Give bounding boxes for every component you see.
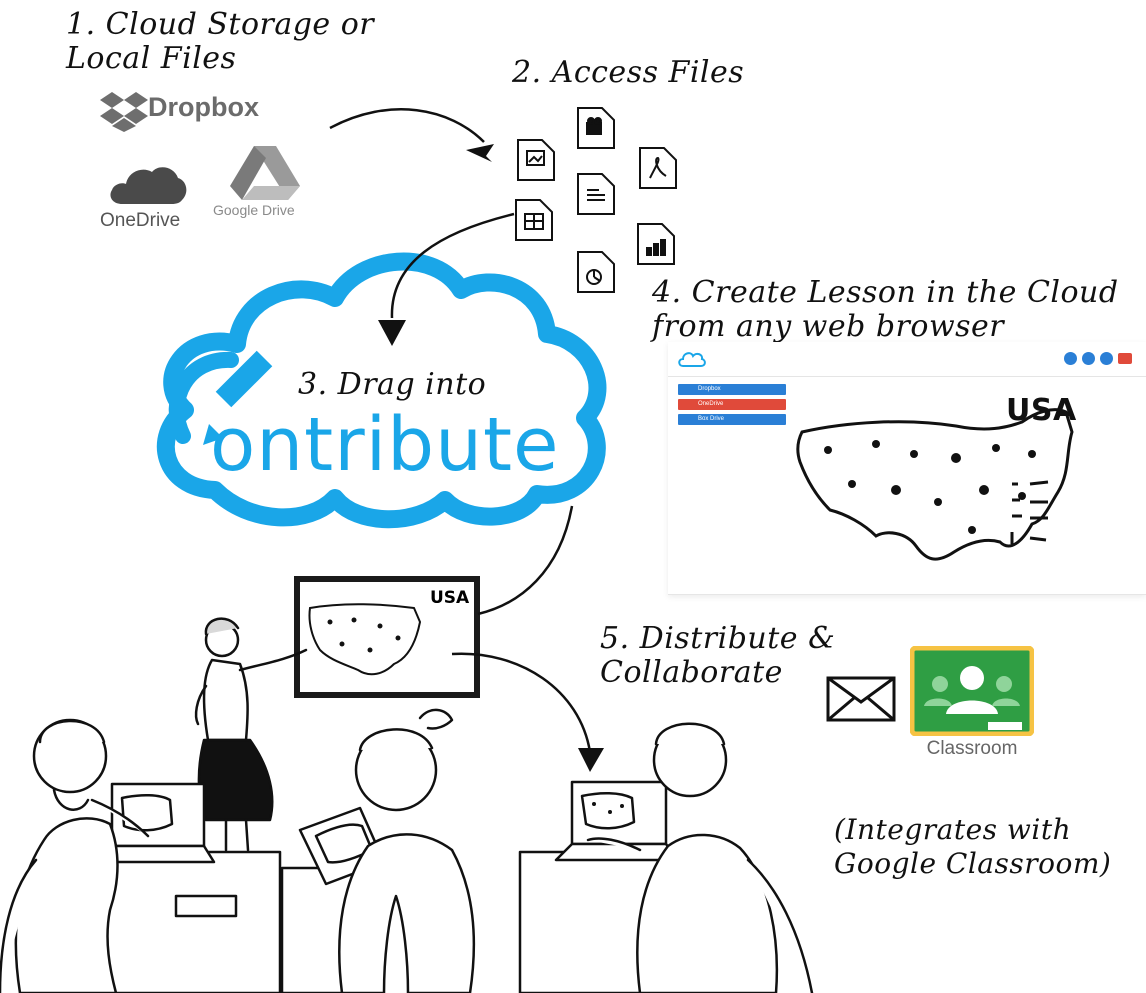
- student-right-figure: [586, 722, 814, 993]
- desks: [94, 850, 692, 993]
- toolbar-exit-icon[interactable]: [1118, 353, 1132, 364]
- browser-mockup: Dropbox OneDrive Box Drive USA: [668, 342, 1146, 595]
- text-file-icon: [577, 173, 615, 215]
- google-drive-icon: [230, 146, 300, 200]
- google-classroom-logo: Classroom: [910, 646, 1034, 759]
- teacher-figure: [194, 617, 308, 852]
- video-file-icon: [577, 107, 615, 149]
- spreadsheet-file-icon: [515, 199, 553, 241]
- contribute-wordmark: ontribute: [210, 402, 560, 488]
- toolbar-circle-icon[interactable]: [1100, 352, 1113, 365]
- step5-label-line2: Collaborate: [600, 655, 783, 690]
- classroom-label: Classroom: [926, 738, 1018, 759]
- browser-toolbar: [668, 342, 1146, 377]
- google-drive-label: Google Drive: [213, 202, 295, 218]
- student-laptop-right: [554, 780, 680, 862]
- whiteboard-title: USA: [430, 588, 470, 608]
- email-envelope-icon: [826, 676, 896, 722]
- dropbox-logo: Dropbox: [100, 88, 259, 132]
- whiteboard-map-drawing: [308, 603, 422, 676]
- arrowhead-icon: [578, 748, 604, 772]
- pdf-file-icon: [639, 147, 677, 189]
- step4-label-line1: 4. Create Lesson in the Cloud: [652, 275, 1119, 310]
- dropbox-icon: [100, 92, 148, 132]
- arrowhead-icon: [466, 144, 494, 162]
- menu-item-box-drive[interactable]: Box Drive: [678, 414, 786, 425]
- integration-note-line1: (Integrates with: [834, 813, 1072, 846]
- onedrive-label: OneDrive: [100, 210, 181, 231]
- student-tablet-center: [298, 806, 386, 886]
- cloud-outline: [156, 252, 607, 529]
- student-center-figure: [338, 708, 476, 993]
- contribute-cloud-logo: [156, 252, 607, 529]
- arrow-storage-to-files: [329, 108, 485, 143]
- chart-file-icon: [637, 223, 675, 265]
- student-laptop-left: [94, 782, 216, 864]
- integration-note-line2: Google Classroom): [834, 847, 1112, 880]
- step3-label: 3. Drag into: [298, 367, 487, 402]
- mini-cloud-logo-icon: [678, 352, 706, 367]
- student-left-figure: [0, 718, 150, 993]
- toolbar-circle-icon[interactable]: [1064, 352, 1077, 365]
- usa-map-drawing: [796, 408, 1074, 561]
- step4-label-line2: from any web browser: [652, 309, 1005, 344]
- onedrive-cloud-icon: [110, 167, 187, 204]
- step1-label-line1: 1. Cloud Storage or: [66, 7, 375, 42]
- step5-label-line1: 5. Distribute &: [600, 621, 836, 656]
- image-file-icon: [517, 139, 555, 181]
- menu-item-onedrive[interactable]: OneDrive: [678, 399, 786, 410]
- pencil-icon: [168, 350, 273, 445]
- dropbox-label: Dropbox: [148, 92, 259, 122]
- toolbar-circle-icon[interactable]: [1082, 352, 1095, 365]
- classroom-whiteboard: USA: [294, 576, 480, 698]
- google-classroom-icon: [910, 646, 1034, 736]
- step2-label: 2. Access Files: [512, 55, 745, 90]
- step1-label-line2: Local Files: [66, 41, 237, 76]
- menu-item-dropbox[interactable]: Dropbox: [678, 384, 786, 395]
- onedrive-logo: OneDrive: [100, 160, 200, 235]
- google-drive-logo: Google Drive: [210, 144, 320, 224]
